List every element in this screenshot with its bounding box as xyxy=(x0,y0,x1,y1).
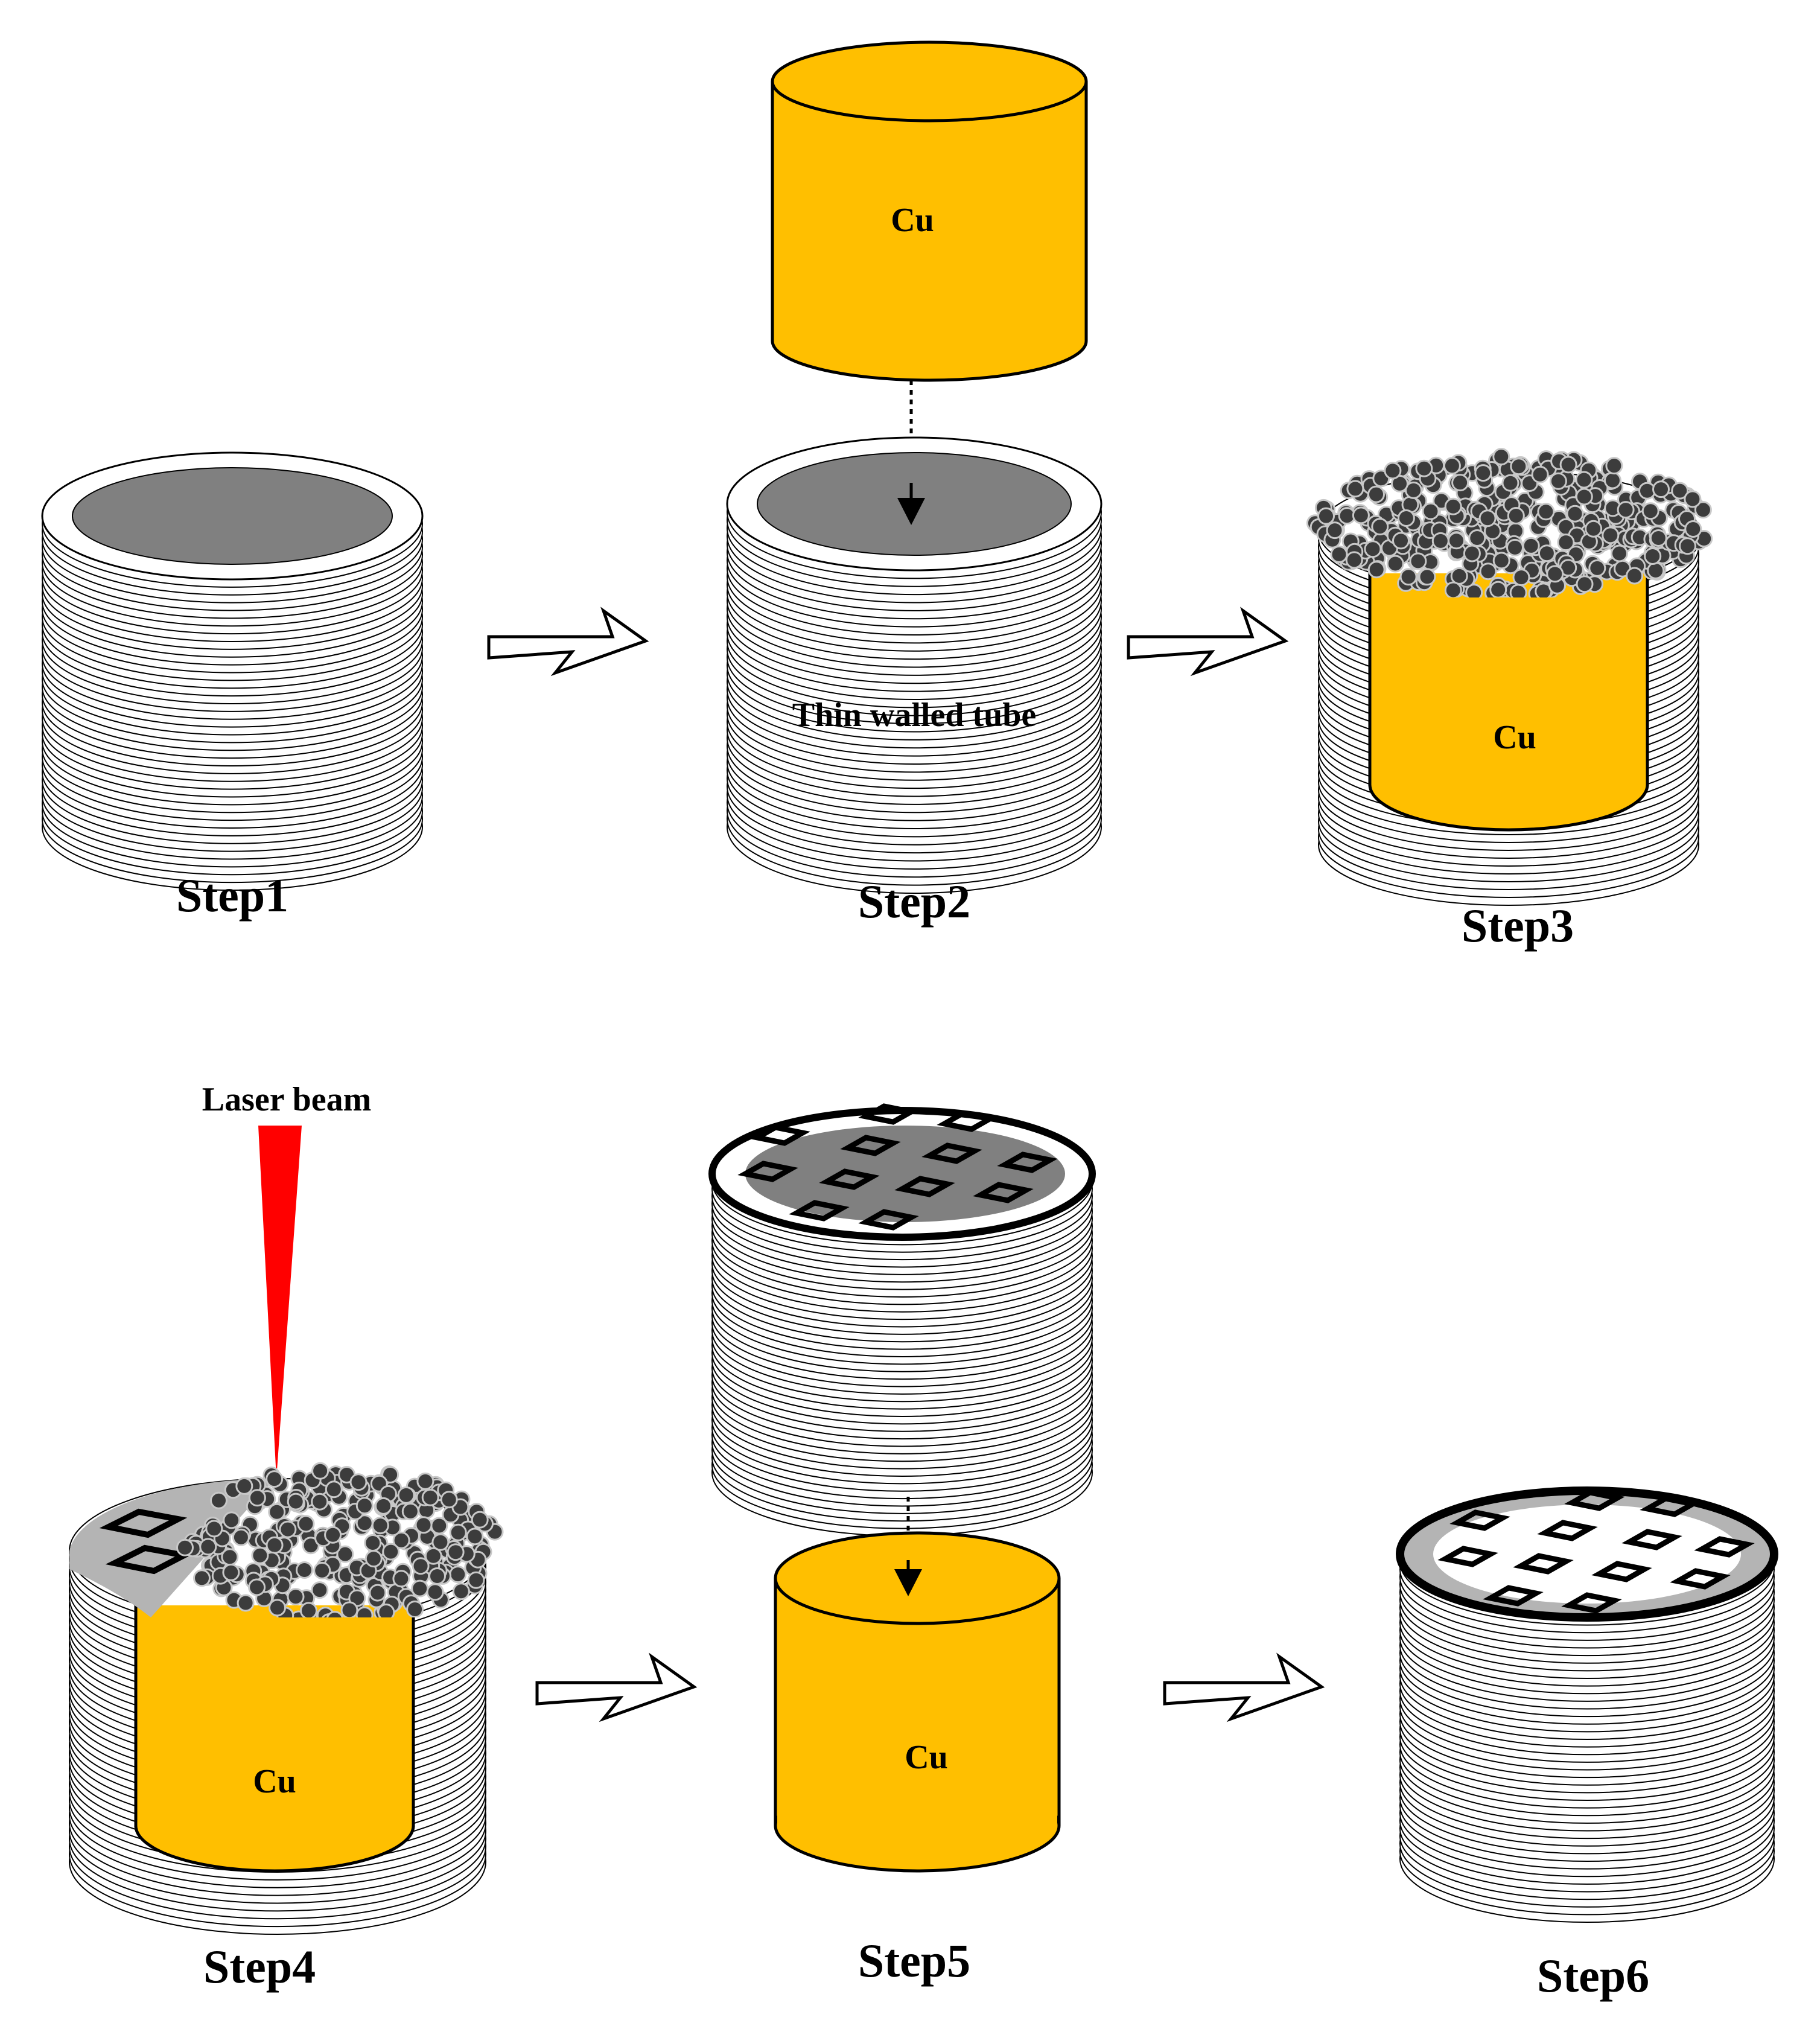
insertion-arrowhead xyxy=(897,498,925,525)
step4-assembly xyxy=(69,1462,504,1935)
metal-powder-layer xyxy=(1306,448,1713,597)
laser-beam xyxy=(258,1126,302,1479)
laser-beam-label: Laser beam xyxy=(202,1081,372,1118)
step5-label: Step5 xyxy=(858,1934,970,1987)
step5-copper-core xyxy=(774,1531,1061,1873)
copper-core xyxy=(1368,573,1649,832)
copper-core xyxy=(134,1605,415,1873)
step4-label: Step4 xyxy=(203,1940,316,1993)
step1-label: Step1 xyxy=(176,869,288,922)
cu-label-step2: Cu xyxy=(891,202,934,239)
process-arrow-4 xyxy=(1163,1652,1325,1722)
step2-label: Step2 xyxy=(858,875,970,928)
cu-label-step3: Cu xyxy=(1493,719,1536,756)
step3-assembly xyxy=(1306,448,1713,906)
patterned-surface xyxy=(1433,1505,1741,1604)
step1-thin-walled-tube xyxy=(41,451,424,891)
step5-separated-tube xyxy=(708,1103,1096,1537)
process-arrow-1 xyxy=(487,607,649,677)
through-patterns xyxy=(1437,1489,1755,1614)
step2-copper-rod xyxy=(771,40,1088,382)
process-arrow-2 xyxy=(1127,607,1289,677)
step6-label: Step6 xyxy=(1537,1949,1649,2002)
cu-label-step4: Cu xyxy=(253,1763,296,1800)
metal-powder-layer xyxy=(176,1462,504,1617)
cu-label-step5: Cu xyxy=(905,1739,948,1776)
step2-thin-walled-tube xyxy=(726,436,1102,894)
process-arrow-3 xyxy=(535,1652,698,1722)
scanned-patterns xyxy=(737,1103,1058,1231)
processed-surface xyxy=(69,1479,275,1617)
step6-patterned-tube xyxy=(1396,1486,1778,1923)
step3-label: Step3 xyxy=(1462,899,1574,952)
tube-cavity xyxy=(72,467,393,565)
separation-arrowhead xyxy=(894,1569,922,1596)
thin-walled-tube-label: Thin walled tube xyxy=(792,696,1037,734)
